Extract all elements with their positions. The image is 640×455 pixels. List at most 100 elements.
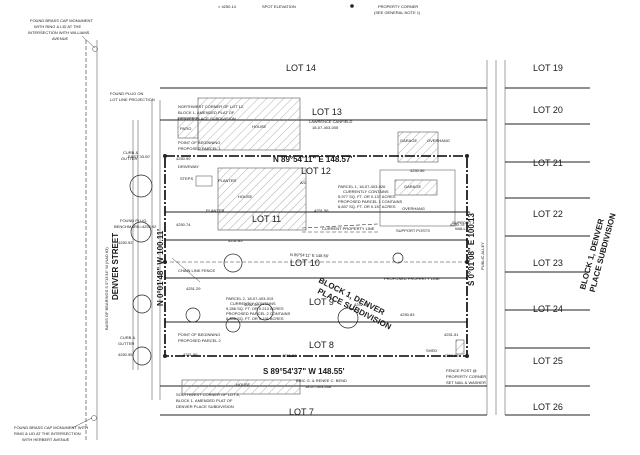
lot19-label: LOT 19 [533,63,563,73]
spot-elevation: 4251.56 [314,208,329,213]
property-corner-icon [465,260,469,264]
note-ac: A/C [300,180,307,185]
note-nw-corner: BLOCK 1, AMENDED PLAT OF [178,110,235,115]
shed [455,339,465,355]
legend-property-corner-note: (SEE GENERAL NOTE 1) [374,10,421,15]
note-nw-corner: DENVER PLACE SUBDIVISION [178,116,236,121]
note-parcel1: 5,977 SQ. FT. OR 0.137 ACRES [338,194,396,199]
note-owner: LAWRENCE CANFIELD [309,119,353,124]
note-sw-corner: BLOCK 1, AMENDED PLAT OF [176,398,233,403]
tree-icon [225,317,241,333]
note-chain-link-fence: CHAIN LINK FENCE [178,268,215,273]
note-benchmark: FOUND PLUG, [120,218,147,223]
monument-top-line: INTERSECTION WITH WILLIAMS [28,30,90,35]
spot-elevation: 4250.75 [450,222,465,227]
property-corner-markers [163,154,469,358]
note-sw-corner: SOUTHWEST CORNER OF LOT 8, [176,392,240,397]
note-proposed-property-line: PROPOSED PROPERTY LINE [384,276,440,281]
tree-icon [392,252,404,264]
lot23-label: LOT 23 [533,258,563,268]
property-corner-icon [163,354,167,358]
spot-elevation: 4252.85 [228,238,243,243]
note-pob1: PROPOSED PARCEL 1 [178,146,221,151]
note-garage: GARAGE [400,138,417,143]
lot9-label: LOT 9 [309,297,334,307]
note-found-plug: LOT LINE PROJECTION [110,97,155,102]
tree-icon [256,303,274,321]
note-owner: 18-07-403-005 [312,125,339,130]
note-garage-2: GARAGE [404,184,421,189]
bottom-monument-note: FOUND BRASS CAP MONUMENT WITH RING & LID… [14,417,93,442]
note-found-plug: FOUND PLUG ON [110,91,143,96]
public-alley [486,60,506,415]
north-bearing: N 89°54'11" E 148.57' [273,155,352,164]
curb-label-top: CURB & [123,150,138,155]
subdivision-label-right: BLOCK 1, DENVER PLACE SUBDIVISION [578,212,617,293]
note-support-wall: SUPPORT [452,220,472,225]
tree-icon [129,174,153,198]
public-alley-label: PUBLIC ALLEY [480,242,485,270]
note-owner-south: 18-07-403-008 [305,384,332,389]
south-bearing: S 89°54'37" W 148.55' [263,367,345,376]
lot7-label: LOT 7 [289,407,314,417]
gutter-label-top: GUTTER [121,156,138,161]
garage-lot12 [394,179,438,196]
tree-icon [337,307,359,329]
spot-elevation: 4251.27 [282,353,297,358]
note-fence-post: FENCE POST @ [446,368,477,373]
note-support-posts: SUPPORT POSTS [396,228,430,233]
lot8-label: LOT 8 [309,340,334,350]
top-monument-note: FOUND BRASS CAP MONUMENT WITH RING & LID… [28,18,96,49]
lot20-label: LOT 20 [533,105,563,115]
house-lot13 [197,97,301,151]
steps [195,175,213,187]
buildings [177,97,465,395]
monument-top-line: WITH RING & LID AT THE [34,24,81,29]
tree-icon [223,253,243,273]
interior-bearing: N 89°54'11" E 148.56' [290,252,329,258]
note-parcel2: CURRENTLY CONTAINS [230,301,276,306]
lot14-label: LOT 14 [286,63,316,73]
tree-icon [132,294,152,314]
note-parcel2: PARCEL 2, 18-07-403-019 [226,296,274,301]
monument-top-line: AVENUE [52,36,68,41]
legend-property-corner: PROPERTY CORNER [378,4,418,9]
note-planter-2: PLANTER [206,208,225,213]
note-driveway: DRIVEWAY [178,164,199,169]
spot-elevation: 4250.83 [400,312,415,317]
lot10-label: LOT 10 [290,258,320,268]
lot11-label: LOT 11 [252,214,281,224]
house-lot11 [217,167,307,231]
note-overhang: OVERHANG [427,138,450,143]
spot-elevation: 4251.96 [183,352,198,357]
overhang-area [379,169,456,227]
note-fence-post: PROPERTY CORNER, [446,374,487,379]
tree-icon [185,307,201,323]
spot-elevation: 4251.29 [186,286,201,291]
denver-street-lines [85,40,161,440]
note-parcel1: 6,837 SQ. FT. OR 0.157 ACRES [338,204,396,209]
note-pob1: POINT OF BEGINNING [178,140,220,145]
note-pob2: PROPOSED PARCEL 2 [178,338,221,343]
spot-elevation: 4250.90 [176,156,191,161]
west-bearing: N 0°01'48" W 100.11' [156,229,165,306]
note-support-wall: WALL [455,226,467,231]
property-corner-icon [465,354,469,358]
tree-icon [132,346,152,366]
spot-elevation: 4250.86 [444,353,459,358]
property-corner-icon [465,154,469,158]
note-steps: STEPS [180,176,193,181]
patio [177,117,199,139]
note-nw-corner: NORTHWEST CORNER OF LOT 12, [178,104,244,109]
monument-bottom-line: FOUND BRASS CAP MONUMENT WITH [14,425,88,430]
spot-elevation: 4250.74 [176,222,191,227]
note-sw-corner: DENVER PLACE SUBDIVISION [176,404,234,409]
note-pob2: POINT OF BEGINNING [178,332,220,337]
property-corner-icon [350,4,354,8]
note-parcel2: PROPOSED PARCEL 2 CONTAINS [226,311,290,316]
monument-top-line: FOUND BRASS CAP MONUMENT [30,18,93,23]
legend-spot-elevation: SPOT ELEVATION [262,4,296,9]
garage-lot13 [397,131,439,163]
spot-elevation: 4250.95 [118,352,133,357]
